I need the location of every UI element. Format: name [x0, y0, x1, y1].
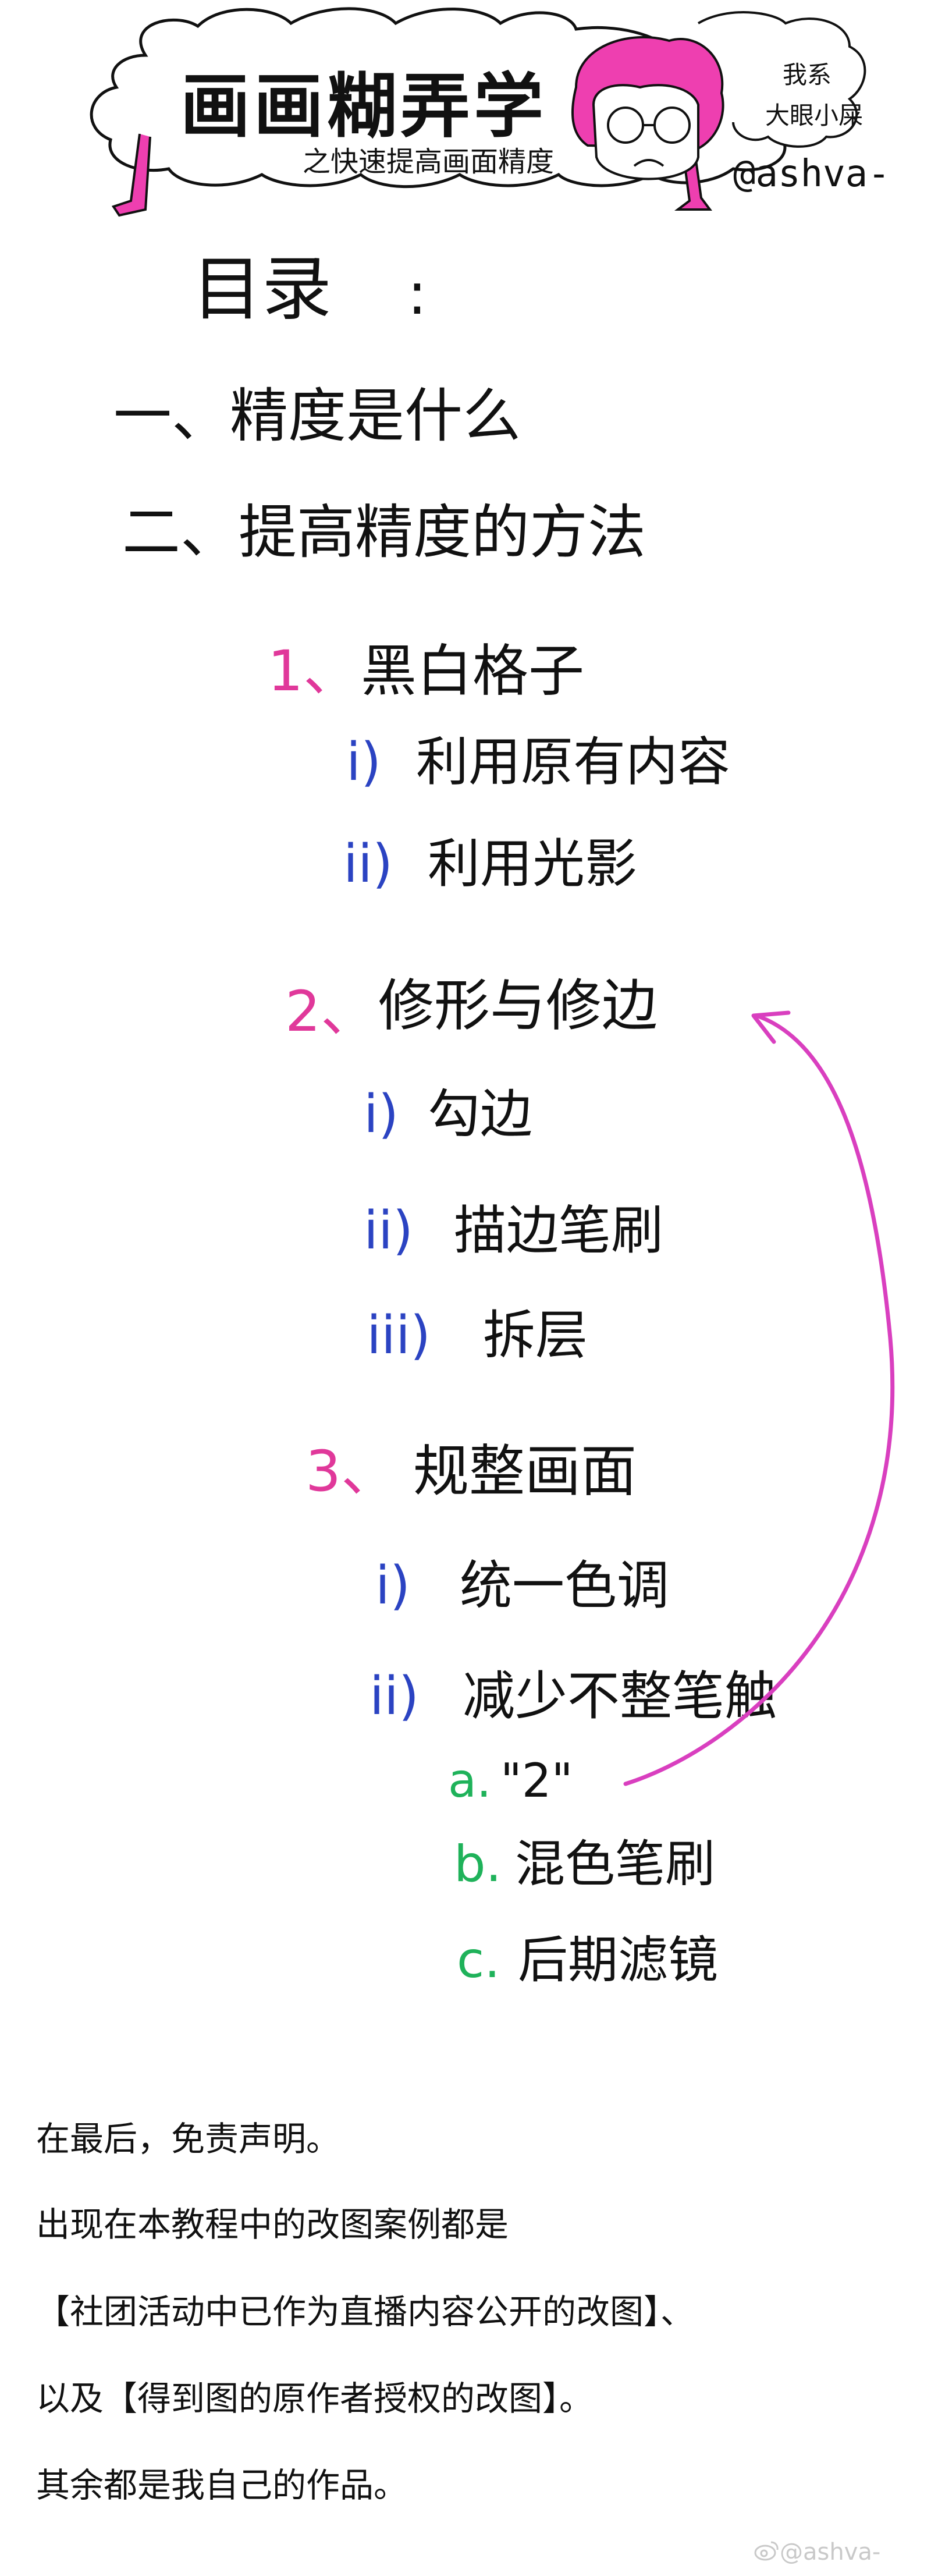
speech-bubble-line-1: 我系	[783, 61, 832, 89]
toc-item-3-subsub-b-number: b.	[454, 1835, 502, 1893]
toc-item-3-label: 规整画面	[413, 1439, 637, 1504]
toc-item-2-sub-1-number: i)	[364, 1084, 399, 1145]
disclaimer-line-1: 在最后，免责声明。	[36, 2119, 340, 2159]
disclaimer-line-5: 其余都是我自己的作品。	[36, 2465, 408, 2505]
toc-section-2: 二、提高精度的方法	[122, 498, 646, 566]
toc-item-3-sub-1-label: 统一色调	[460, 1555, 669, 1616]
disclaimer-line-3: 【社团活动中已作为直播内容公开的改图】、	[36, 2292, 695, 2332]
toc-heading: 目录	[192, 249, 332, 330]
speech-bubble-line-2: 大眼小屎	[765, 101, 864, 130]
header: 画画糊弄学 之快速提高画面精度 我系 大眼小屎 @ashva-	[0, 0, 931, 244]
toc-item-3-sub-2-number: ii)	[369, 1666, 420, 1727]
toc-item-3-subsub-a-label: "2"	[500, 1754, 573, 1808]
toc-item-3-sub-2-label: 减少不整笔触	[463, 1666, 777, 1727]
toc-item-2-number: 2、	[285, 979, 377, 1044]
disclaimer-line-4: 以及【得到图的原作者授权的改图】。	[36, 2379, 594, 2418]
toc-item-1-label: 黑白格子	[361, 638, 584, 704]
toc-item-1-sub-2-label: 利用光影	[428, 833, 637, 895]
toc-section-1: 一、精度是什么	[113, 382, 521, 450]
author-handle: @ashva-	[733, 152, 890, 196]
toc-item-3-subsub-c-label: 后期滤镜	[518, 1931, 718, 1989]
toc-item-1-sub-1-label: 利用原有内容	[416, 732, 730, 793]
page-title: 画画糊弄学	[180, 66, 547, 147]
toc-item-1-sub-1-number: i)	[346, 732, 382, 793]
disclaimer-line-2: 出现在本教程中的改图案例都是	[36, 2205, 509, 2244]
toc-colon: :	[407, 260, 427, 328]
page-subtitle: 之快速提高画面精度	[303, 146, 555, 178]
toc-item-3-subsub-a-number: a.	[448, 1754, 492, 1808]
toc-item-2-sub-1-label: 勾边	[428, 1084, 532, 1145]
watermark: @ashva-	[780, 2539, 881, 2566]
character-face-icon	[571, 36, 724, 180]
toc-item-3-subsub-b-label: 混色笔刷	[515, 1835, 715, 1893]
toc-item-3-number: 3、	[305, 1439, 397, 1504]
weibo-icon	[754, 2541, 779, 2561]
toc-item-2-label: 修形与修边	[378, 973, 658, 1038]
toc-item-2-sub-3-label: 拆层	[483, 1305, 588, 1366]
toc-item-1-number: 1、	[268, 638, 360, 704]
toc-item-2-sub-2-number: ii)	[364, 1200, 414, 1261]
toc-item-1-sub-2-number: ii)	[343, 833, 393, 895]
toc-item-3-subsub-c-number: c.	[457, 1931, 500, 1989]
toc-item-3-sub-1-number: i)	[375, 1555, 411, 1616]
toc-item-2-sub-3-number: iii)	[367, 1305, 431, 1366]
toc-item-2-sub-2-label: 描边笔刷	[454, 1200, 663, 1261]
